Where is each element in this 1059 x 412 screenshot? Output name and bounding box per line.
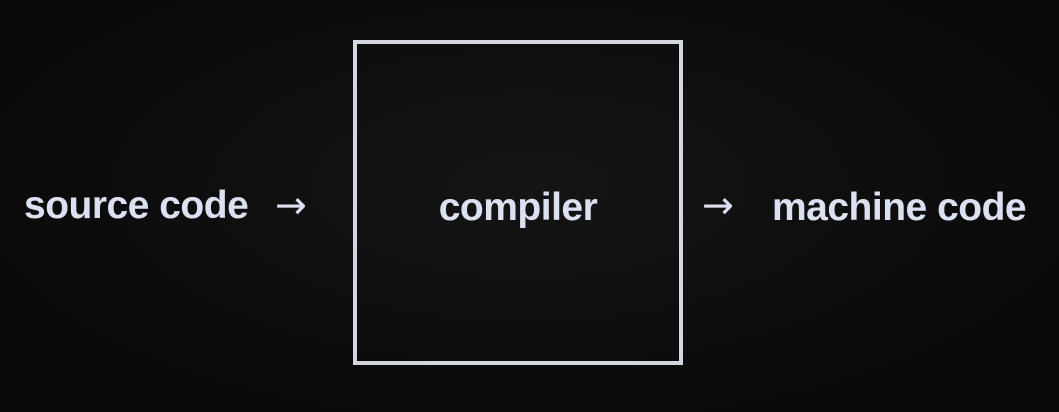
compiler-label: compiler: [438, 186, 598, 229]
source-code-label: source code: [24, 184, 249, 227]
right-arrow-icon: →: [275, 183, 307, 227]
machine-code-label: machine code: [772, 186, 1027, 229]
compiler-box: compiler: [353, 40, 683, 365]
right-arrow-icon: →: [702, 183, 734, 227]
